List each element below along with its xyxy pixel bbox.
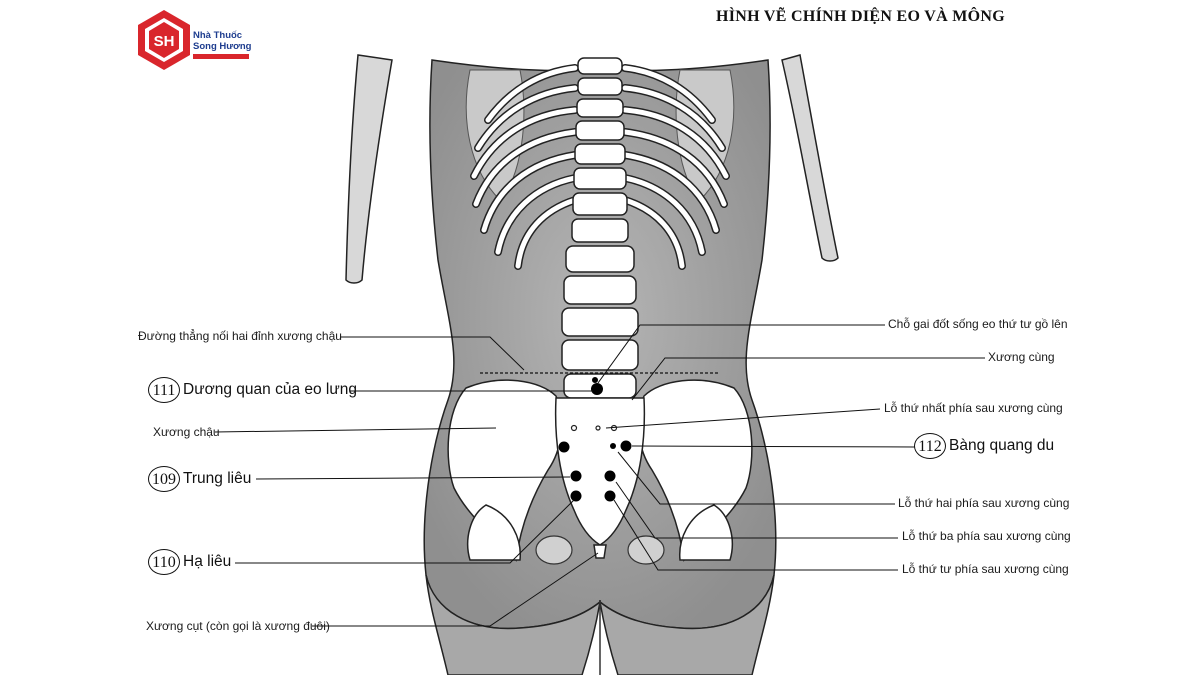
leader-xuong-cung bbox=[631, 357, 985, 401]
leader-lo-4 bbox=[613, 499, 898, 571]
label-lo-2: Lỗ thứ hai phía sau xương cùng bbox=[898, 496, 1070, 510]
label-duong-thang: Đường thẳng nối hai đỉnh xương chậu bbox=[138, 329, 342, 343]
label-xuong-chau: Xương chậu bbox=[153, 425, 220, 439]
brand-logo: SH Nhà Thuốc Song Hương bbox=[136, 8, 256, 72]
brand-name-line1: Nhà Thuốc bbox=[193, 30, 243, 41]
acupoint-number-112: 112 bbox=[914, 433, 946, 459]
leader-109 bbox=[255, 476, 571, 480]
leader-110 bbox=[235, 499, 575, 564]
logo-hexagon-icon: SH bbox=[138, 10, 190, 70]
leader-lo-3 bbox=[615, 481, 898, 539]
leader-xuong-chau bbox=[214, 427, 497, 433]
spine bbox=[561, 57, 639, 399]
label-xuong-cung: Xương cùng bbox=[988, 350, 1055, 364]
label-lo-4: Lỗ thứ tư phía sau xương cùng bbox=[902, 562, 1069, 576]
label-cho-gai: Chỗ gai đốt sống eo thứ tư gồ lên bbox=[888, 317, 1068, 331]
leader-duong-thang bbox=[340, 336, 525, 371]
brand-url-bar bbox=[193, 54, 249, 59]
coccyx bbox=[593, 544, 607, 559]
brand-name: Nhà Thuốc Song Hương bbox=[193, 30, 251, 52]
brand-name-line2: Song Hương bbox=[193, 41, 252, 52]
acupoint-name-112: Bàng quang du bbox=[949, 437, 1055, 454]
acupoint-name-110: Hạ liêu bbox=[183, 553, 232, 570]
leader-xuong-cut bbox=[312, 552, 599, 627]
acupoint-label-111: 111 Dương quan của eo lưng bbox=[148, 377, 357, 403]
acupoint-109-dot-left bbox=[570, 470, 582, 482]
acupoint-111-dot bbox=[591, 383, 603, 395]
rib-cage bbox=[470, 64, 730, 270]
label-lo-3: Lỗ thứ ba phía sau xương cùng bbox=[902, 529, 1071, 543]
leader-cho-gai bbox=[597, 324, 885, 384]
logo-mark: SH bbox=[154, 33, 175, 50]
left-arm bbox=[345, 54, 393, 284]
right-arm bbox=[781, 54, 839, 262]
acupoint-label-110: 110 Hạ liêu bbox=[148, 549, 231, 575]
leader-lo-2 bbox=[617, 451, 895, 505]
acupoint-110-dot-right bbox=[604, 490, 616, 502]
label-lo-1: Lỗ thứ nhất phía sau xương cùng bbox=[884, 401, 1063, 415]
acupoint-name-111: Dương quan của eo lưng bbox=[183, 381, 357, 398]
acupoint-number-110: 110 bbox=[148, 549, 180, 575]
acupoint-109-dot-right bbox=[604, 470, 616, 482]
page-title: HÌNH VẼ CHÍNH DIỆN EO VÀ MÔNG bbox=[716, 8, 1006, 25]
acupoint-number-111: 111 bbox=[148, 377, 180, 403]
acupoint-name-109: Trung liêu bbox=[183, 470, 252, 487]
leader-112 bbox=[631, 445, 916, 448]
acupoint-number-109: 109 bbox=[148, 466, 180, 492]
acupoint-dots bbox=[558, 377, 632, 502]
acupoint-label-109: 109 Trung liêu bbox=[148, 466, 251, 492]
leader-lo-1 bbox=[605, 408, 881, 429]
acupoint-label-112: 112 Bàng quang du bbox=[914, 433, 1054, 459]
label-xuong-cut: Xương cụt (còn gọi là xương đuôi) bbox=[146, 619, 330, 633]
acupoint-110-dot-left bbox=[570, 490, 582, 502]
